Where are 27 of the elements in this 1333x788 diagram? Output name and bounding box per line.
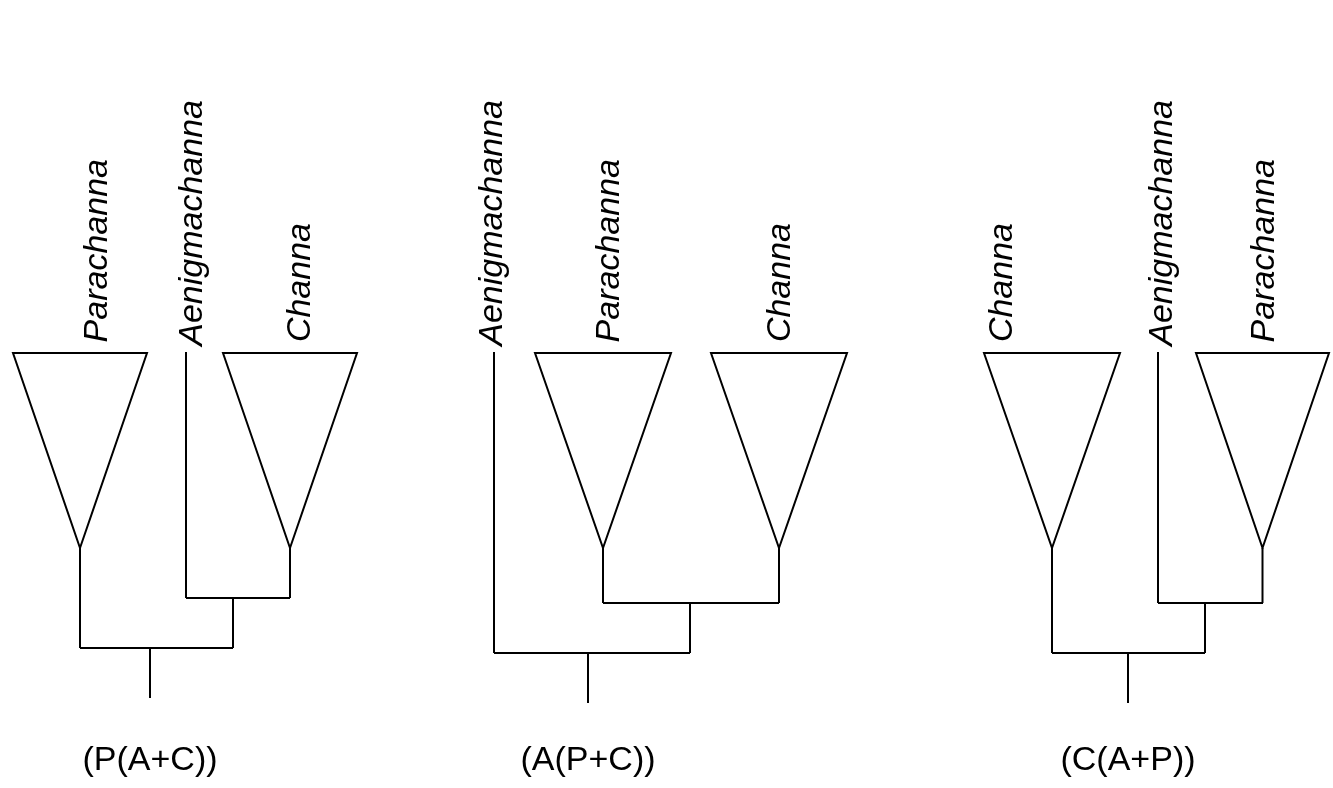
tree-caption: (P(A+C)) [82,738,218,778]
taxon-label: Parachanna [1242,158,1282,342]
branch-line [1127,652,1129,704]
tree-caption: (C(A+P)) [1060,738,1196,778]
branch-line [778,547,780,604]
taxon-label: Aenigmachanna [170,100,210,346]
branch-line [1157,351,1159,604]
taxon-label: Aenigmachanna [1140,100,1180,346]
taxon-label: Channa [758,222,798,342]
branch-line [689,602,691,654]
tree-caption: (A(P+C)) [520,738,656,778]
branch-line [149,647,151,699]
branch-line [493,351,495,654]
branch-line [602,547,604,604]
branch-line [232,597,234,649]
branch-line [289,547,291,599]
branch-line [587,652,589,704]
branch-line [79,547,81,649]
branch-line [1204,602,1206,654]
branch-line [1051,547,1053,654]
taxon-label: Channa [278,222,318,342]
branch-line [1261,547,1264,604]
taxon-label: Parachanna [587,158,627,342]
taxon-label: Aenigmachanna [470,100,510,346]
branch-line [185,351,187,599]
taxon-label: Channa [980,222,1020,342]
taxon-label: Parachanna [75,158,115,342]
